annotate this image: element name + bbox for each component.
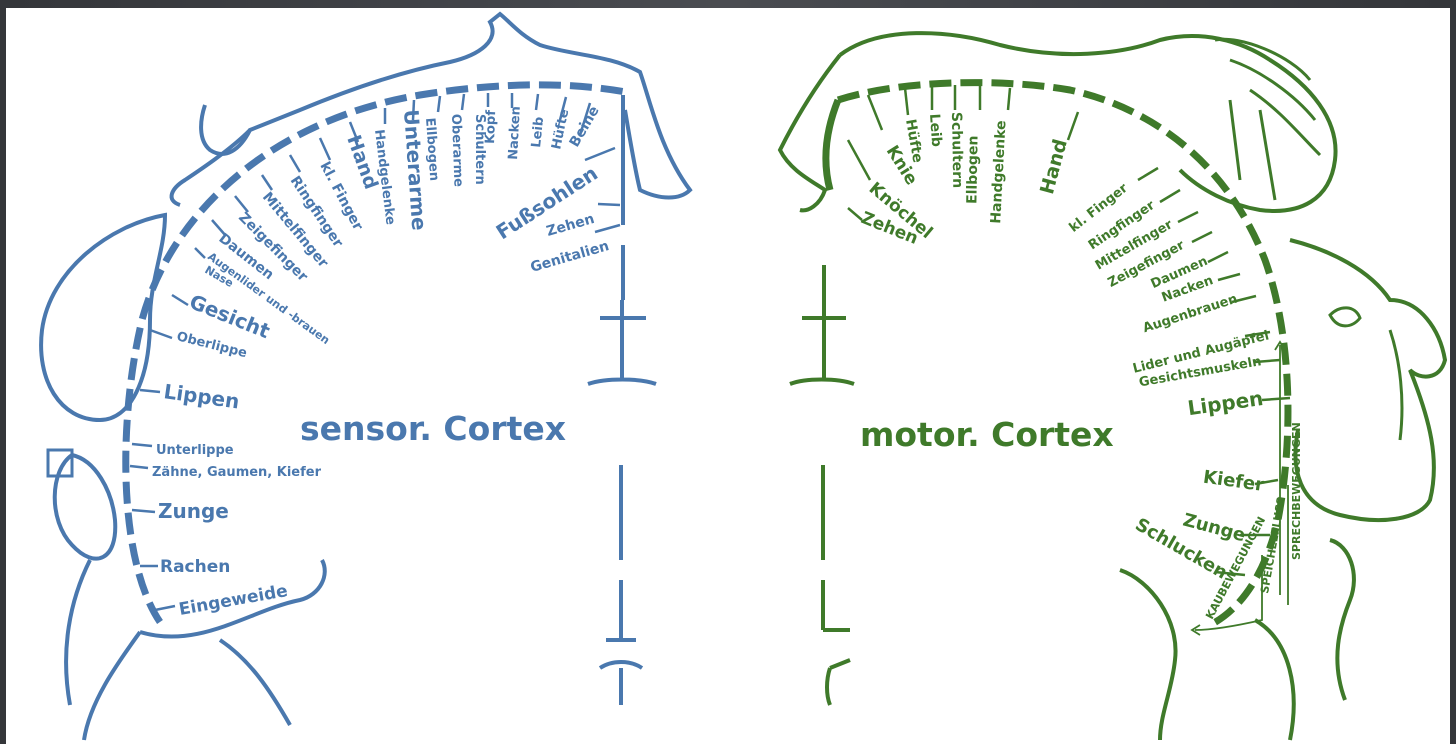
label-s-ellbogen: Ellbogen: [422, 117, 441, 181]
label-s-genitalien: Genitalien: [529, 238, 611, 276]
motor-tick-marks: [846, 85, 1291, 577]
sensory-midline-1: [587, 245, 657, 386]
motor-eye-mouth-shape: [1328, 306, 1404, 441]
label-m-lippen: Lippen: [1186, 386, 1265, 420]
label-s-beine: Beine: [567, 104, 603, 150]
sensory-cortex-title: sensor. Cortex: [300, 409, 566, 448]
label-s-zaehne: Zähne, Gaumen, Kiefer: [152, 465, 322, 480]
label-s-zunge: Zunge: [158, 499, 229, 523]
motor-fingers-shape: [1214, 37, 1322, 201]
sensory-arm-shape: [169, 128, 252, 207]
label-s-eingeweide: Eingeweide: [177, 581, 289, 620]
label-m-hand: Hand: [1036, 137, 1072, 197]
motor-cortex: Zehen Knöchel Knie Hüfte Leib Schultern …: [777, 31, 1448, 741]
label-m-leib: Leib: [926, 113, 944, 147]
label-s-schultern: Schultern: [472, 114, 487, 185]
sensory-body-shape: [199, 11, 693, 200]
motor-face-shape: [1289, 238, 1448, 522]
motor-cortex-arc: [836, 79, 1292, 629]
label-m-augenbrauen: Augenbrauen: [1141, 292, 1239, 337]
label-m-sprechbewegungen: SPRECHBEWEGUNGEN: [1290, 422, 1303, 560]
label-m-speichelfluss: SPEICHELFLUSS: [1258, 496, 1288, 595]
sensory-cortex: Genitalien Zehen Fußsohlen Beine Hüfte L…: [39, 11, 693, 741]
label-s-zehen: Zehen: [545, 211, 597, 240]
sensory-tick-marks: [129, 93, 621, 612]
label-m-handgelenke: Handgelenke: [988, 120, 1009, 224]
label-m-ellbogen: Ellbogen: [964, 135, 981, 204]
label-s-leib: Leib: [529, 116, 547, 148]
motor-cortex-title: motor. Cortex: [860, 415, 1114, 454]
diagram-panel: Genitalien Zehen Fußsohlen Beine Hüfte L…: [6, 8, 1450, 744]
label-s-kopf: Kopf: [483, 110, 499, 145]
motor-labels: Zehen Knöchel Knie Hüfte Leib Schultern …: [858, 112, 1303, 622]
label-s-nacken: Nacken: [506, 106, 524, 160]
sensory-cortex-arc: [122, 81, 627, 624]
sensory-tongue-gut-shape: [64, 559, 327, 741]
sensory-lips-shape: [52, 452, 118, 561]
label-s-lippen: Lippen: [162, 379, 241, 413]
label-s-unterlippe: Unterlippe: [156, 443, 234, 458]
label-s-oberlippe: Oberlippe: [175, 329, 249, 361]
motor-arrows: [1190, 340, 1289, 636]
motor-body-hand-shape: [777, 31, 1338, 213]
sensory-labels: Genitalien Zehen Fußsohlen Beine Hüfte L…: [152, 104, 611, 620]
motor-cortex-arc-start: [822, 98, 842, 191]
motor-midline-1: [789, 265, 855, 386]
sensory-teeth-shape: [46, 448, 74, 478]
label-s-rachen: Rachen: [160, 557, 230, 577]
motor-jaw-neck-shape: [1119, 538, 1356, 741]
label-m-schultern: Schultern: [948, 112, 965, 188]
homunculus-diagram: Genitalien Zehen Fußsohlen Beine Hüfte L…: [39, 11, 1448, 741]
label-m-huefte: Hüfte: [902, 118, 925, 164]
label-m-kiefer: Kiefer: [1202, 467, 1266, 496]
label-m-zunge: Zunge: [1181, 510, 1248, 547]
label-s-oberarme: Oberarme: [448, 114, 466, 188]
sensory-midline-2: [598, 465, 644, 705]
sensory-face-shape: [39, 212, 168, 423]
motor-midline-2: [821, 465, 851, 706]
